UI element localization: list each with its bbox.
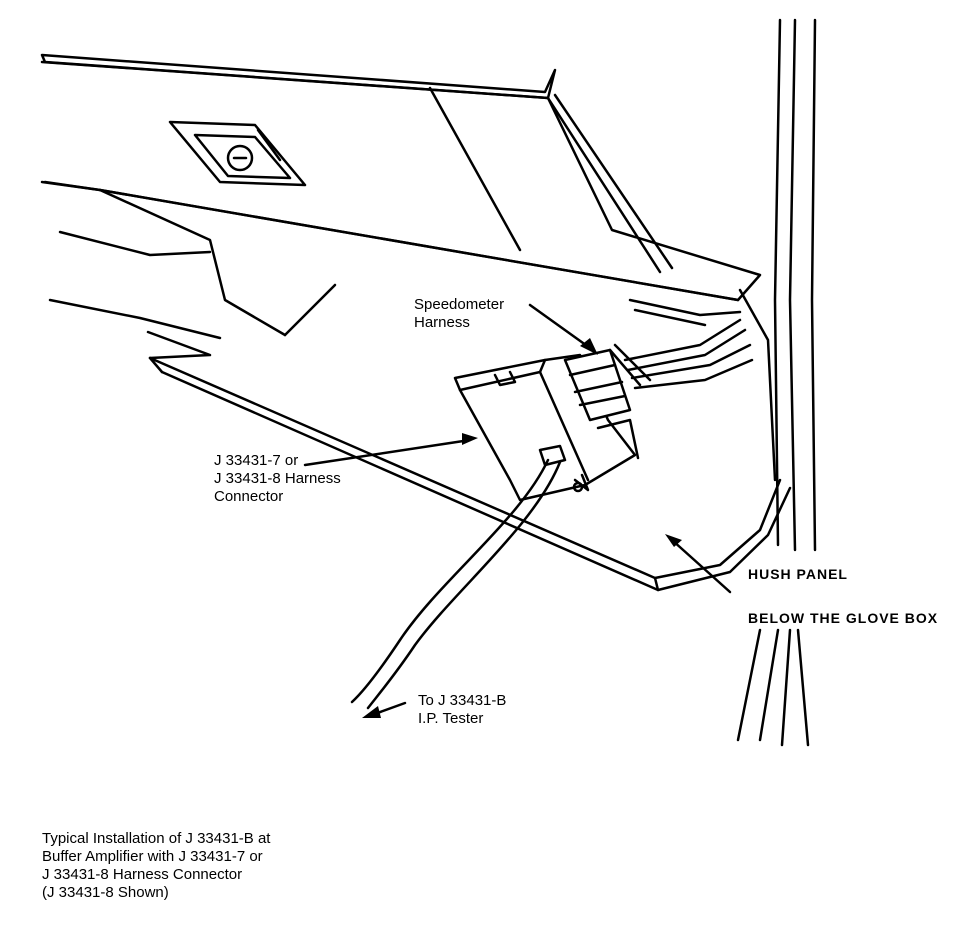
arrow-head-speedometer — [580, 338, 598, 355]
label-tester: To J 33431-B I.P. Tester — [418, 692, 507, 727]
glove-box-latch — [168, 120, 307, 187]
label-harness-connector: J 33431-7 or J 33431-8 Harness Connector — [214, 452, 341, 505]
speedometer-connector — [563, 343, 652, 422]
glove-box-door — [40, 53, 762, 340]
label-hush-panel: HUSH PANEL — [748, 566, 848, 582]
body-pillar — [736, 18, 817, 747]
tester-cable — [350, 458, 562, 710]
arrow-head-connector — [462, 433, 478, 445]
arrow-head-tester — [362, 706, 381, 718]
arrow-head-hush-panel — [665, 534, 682, 547]
label-below-glove-box: BELOW THE GLOVE BOX — [748, 610, 939, 626]
figure-caption: Typical Installation of J 33431-B at Buf… — [42, 830, 271, 901]
speedometer-wire-bundle — [623, 298, 754, 390]
hush-panel — [146, 330, 792, 592]
label-speedometer-harness: Speedometer Harness — [414, 296, 505, 331]
